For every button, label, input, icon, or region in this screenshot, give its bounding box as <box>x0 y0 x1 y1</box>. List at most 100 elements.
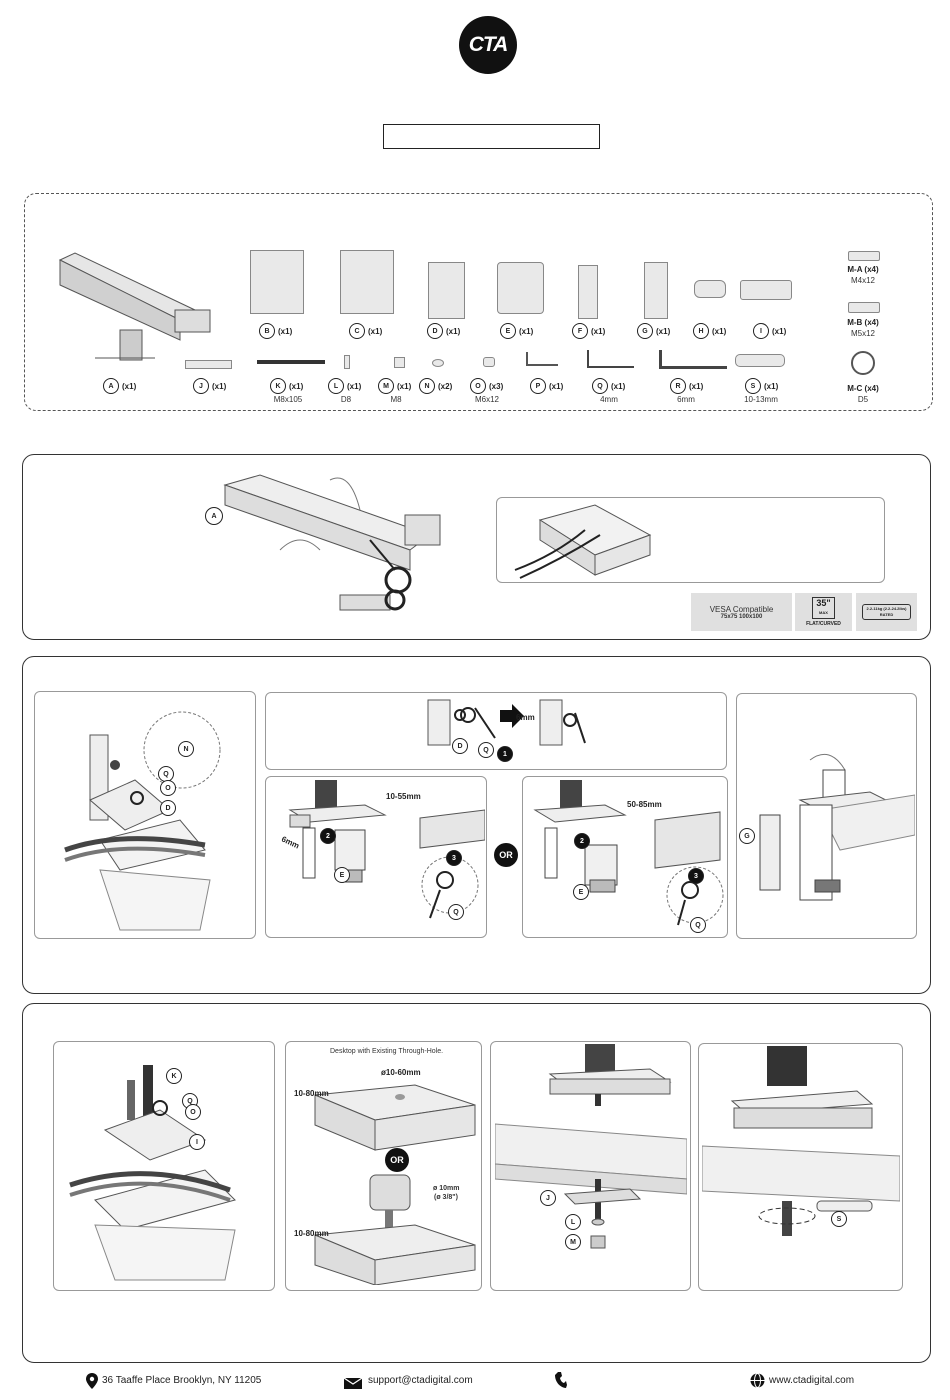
step-3b-drill-size-in: (ø 3/8") <box>434 1194 458 1201</box>
spec-size-box: 35" MAX FLAT/CURVED <box>795 593 852 631</box>
step-2c-clamp-range: 10-55mm <box>386 792 421 801</box>
step-2c-number-3: 3 <box>446 850 462 866</box>
part-a-illustration <box>58 252 211 361</box>
part-h-plate <box>694 280 726 298</box>
step-2c-illustration <box>288 780 485 919</box>
part-f-bracket <box>578 265 598 319</box>
location-pin-icon <box>86 1373 98 1389</box>
step-2d-number-2: 2 <box>574 833 590 849</box>
step-2d-illustration <box>533 780 724 926</box>
step-2c-number-2: 2 <box>320 828 336 844</box>
footer-email[interactable]: support@ctadigital.com <box>368 1375 473 1386</box>
part-e-label: E(x1) <box>500 323 533 339</box>
step-2b-box <box>265 692 727 770</box>
step-3b-title: Desktop with Existing Through-Hole. <box>330 1048 444 1055</box>
part-n-cap <box>432 359 444 367</box>
screw-m-c-spec: D5 <box>857 395 869 404</box>
step-3b-hole-dia: ø10-60mm <box>381 1068 421 1077</box>
part-k-bolt <box>257 360 325 364</box>
step-2-panel <box>22 656 931 994</box>
step-2b-label-q: Q <box>478 742 494 758</box>
step-2c-label-q: Q <box>448 904 464 920</box>
step-3b-thick-b: 10-80mm <box>294 1229 329 1238</box>
part-s-wrench <box>735 354 785 367</box>
part-r-label: R(x1) <box>670 378 703 394</box>
spec-vesa-text: VESA Compatible <box>709 604 774 614</box>
step-2d-label-q: Q <box>690 917 706 933</box>
washer-m-c-icon <box>851 351 875 375</box>
part-i-plate <box>740 280 792 300</box>
globe-icon <box>750 1373 765 1393</box>
screw-m-b-spec: M5x12 <box>850 329 875 338</box>
part-p-tool <box>526 352 558 366</box>
footer-website[interactable]: www.ctadigital.com <box>769 1375 855 1386</box>
part-b-vesa-plate <box>250 250 304 314</box>
part-q-spec: 4mm <box>600 395 618 404</box>
screw-m-b-label: M-B (x4) <box>847 318 879 327</box>
step-3b-or-badge: OR <box>385 1148 409 1172</box>
part-d-bracket <box>428 262 465 319</box>
step-1-part-a-label: A <box>205 507 223 525</box>
spec-vesa-sizes: 75x75 100x100 <box>720 613 763 620</box>
spec-size-monitor-icon: 35" MAX <box>812 597 835 619</box>
step-2e-illustration <box>759 753 915 901</box>
step-2b-illustration <box>427 699 586 746</box>
step-2c-label-e: E <box>334 867 350 883</box>
step-3c-label-l: L <box>565 1214 581 1230</box>
step-2b-dim-6mm: 6mm <box>516 713 535 722</box>
part-m-nut <box>394 357 405 368</box>
part-s-label: S(x1) <box>745 378 778 394</box>
step-1-cutting-illustration <box>223 474 441 611</box>
part-c-label: C(x1) <box>349 323 382 339</box>
title-box <box>383 124 600 149</box>
part-q-label: Q(x1) <box>592 378 625 394</box>
step-2b-label-d: D <box>452 738 468 754</box>
part-m-label: M(x1) <box>378 378 411 394</box>
part-b-label: B(x1) <box>259 323 292 339</box>
part-l-label: L(x1) <box>328 378 361 394</box>
part-r-spec: 6mm <box>677 395 695 404</box>
step-3d-label-s: S <box>831 1211 847 1227</box>
step-3b-thick-a: 10-80mm <box>294 1089 329 1098</box>
part-a-label: A(x1) <box>103 378 136 394</box>
screw-m-a-label: M-A (x4) <box>847 265 879 274</box>
step-2e-label-g: G <box>739 828 755 844</box>
part-g-bracket <box>644 262 668 319</box>
step-1-cable-base-illustration <box>514 504 652 579</box>
step-3b-illustration <box>314 1084 476 1285</box>
step-1-panel <box>22 454 931 640</box>
part-d-label: D(x1) <box>427 323 460 339</box>
step-2d-clamp-range: 50-85mm <box>627 800 662 809</box>
cta-logo: CTA <box>459 16 517 74</box>
part-r-allen-key <box>659 350 727 369</box>
phone-icon <box>555 1372 567 1393</box>
step-2b-number-1: 1 <box>497 746 513 762</box>
step-3c-label-m: M <box>565 1234 581 1250</box>
step-2d-label-e: E <box>573 884 589 900</box>
part-j-plate <box>185 360 232 369</box>
step-3-panel <box>22 1003 931 1363</box>
part-k-label: K(x1) <box>270 378 303 394</box>
part-c-vesa-plate <box>340 250 394 314</box>
part-o-spec: M6x12 <box>474 395 499 404</box>
step-2a-label-d: D <box>160 800 176 816</box>
step-3a-illustration <box>69 1065 236 1281</box>
part-o-screw <box>483 357 495 367</box>
part-j-label: J(x1) <box>193 378 226 394</box>
part-l-washer <box>344 355 350 369</box>
part-m-spec: M8 <box>390 395 402 404</box>
part-h-label: H(x1) <box>693 323 726 339</box>
step-3c-illustration <box>495 1044 687 1249</box>
part-i-label: I(x1) <box>753 323 786 339</box>
step-2d-number-3: 3 <box>688 868 704 884</box>
part-q-allen-key <box>587 350 634 368</box>
part-e-clamp <box>497 262 544 314</box>
screw-m-b-icon <box>848 302 880 313</box>
step-2-or-badge: OR <box>494 843 518 867</box>
part-o-label: O(x3) <box>470 378 503 394</box>
part-p-label: P(x1) <box>530 378 563 394</box>
spec-vesa-box: VESA Compatible 75x75 100x100 <box>691 593 792 631</box>
spec-weight-box: 2.2-11kg (2.2-24.2lbs) RATED <box>856 593 917 631</box>
step-3a-box <box>53 1041 275 1291</box>
part-g-label: G(x1) <box>637 323 670 339</box>
